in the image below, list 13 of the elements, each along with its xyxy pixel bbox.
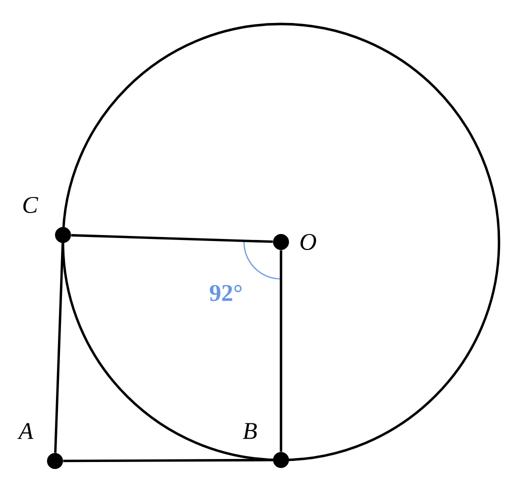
- line-segment: [54, 243, 64, 453]
- line-segment: [71, 234, 273, 243]
- angle-label: 92°: [210, 284, 242, 302]
- point: [55, 227, 71, 243]
- point: [273, 234, 289, 250]
- point-label: C: [23, 196, 38, 214]
- point: [273, 452, 289, 468]
- line-segment: [63, 458, 273, 462]
- point-label: O: [300, 234, 316, 250]
- line-segment: [280, 250, 282, 452]
- point-label: A: [17, 423, 34, 439]
- point: [47, 453, 63, 469]
- point-label: B: [242, 423, 257, 439]
